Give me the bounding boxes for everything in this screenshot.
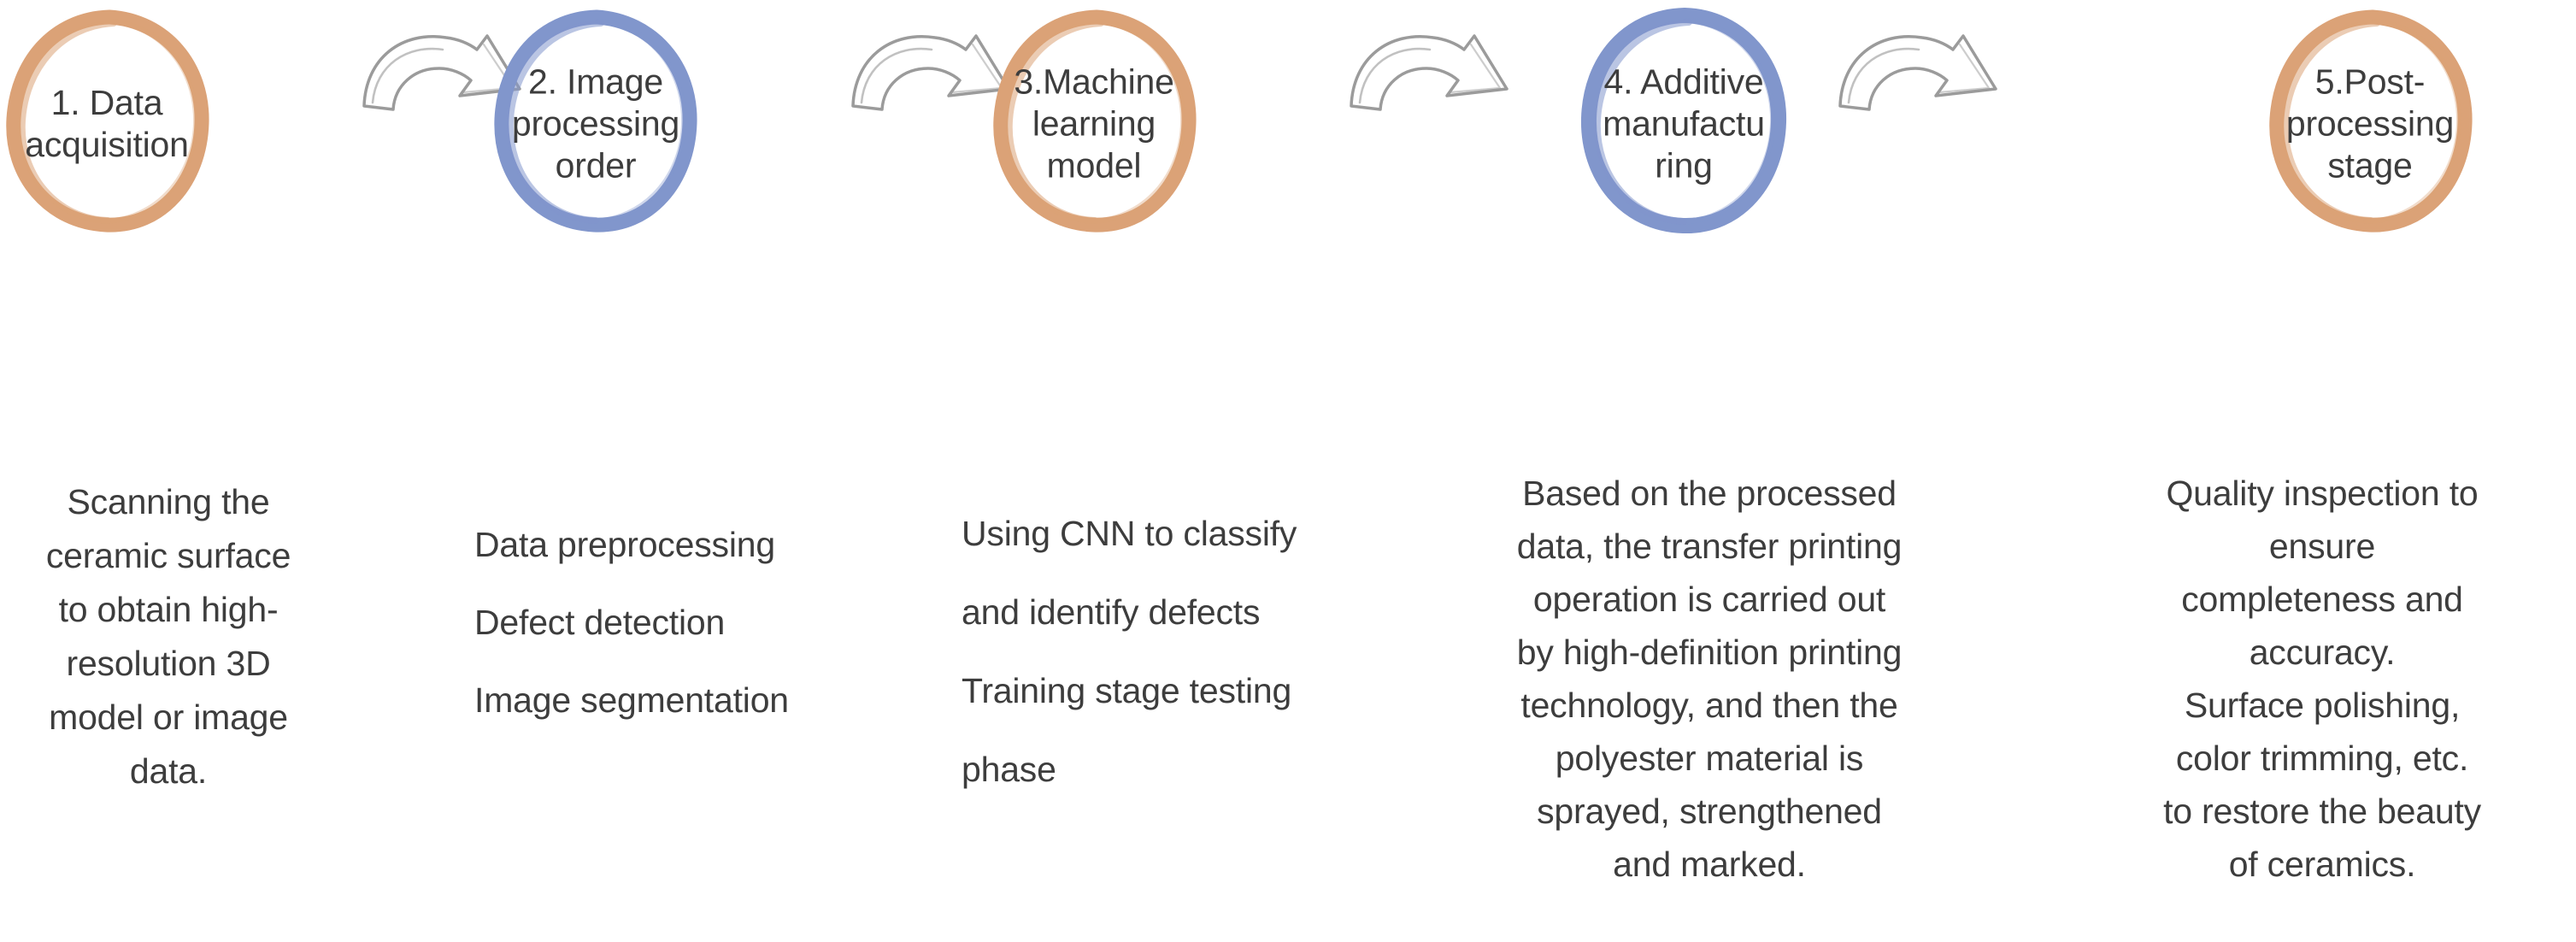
curved-right-arrow-icon [1350,34,1509,111]
hand-drawn-circle-orange-1 [6,9,209,233]
step-1-title: 1. Data acquisition [25,83,189,164]
step-5-circle-node[interactable]: 5.Post- processing stage [2068,0,2576,248]
process-step-1: 1. Data acquisition Scanning the ceramic… [0,0,368,791]
step-2-title: 2. Image processing order [511,62,680,185]
step-1-description: Scanning the ceramic surface to obtain h… [45,482,291,791]
hand-drawn-circle-blue-2 [494,9,697,233]
arrow-step4-to-step5 [1833,7,2004,122]
step-4-description: Based on the processed data, the transfe… [1516,474,1903,884]
step-2-circle-node[interactable]: 2. Image processing order [474,0,867,248]
process-step-4: 4. Additive manufactu ring Based on the … [1470,0,1949,884]
step-5-title: 5.Post- processing stage [2285,62,2455,185]
hand-drawn-circle-blue-4 [1580,7,1787,234]
step-1-circle-node[interactable]: 1. Data acquisition [0,0,368,248]
process-step-2: 2. Image processing order Data preproces… [474,0,867,720]
step-3-description: Using CNN to classify and identify defec… [962,514,1297,789]
step-3-circle-node[interactable]: 3.Machine learning model [962,0,1363,248]
hand-drawn-circle-orange-3 [993,9,1197,233]
hand-drawn-circle-orange-5 [2269,9,2473,233]
step-2-description: Data preprocessing Defect detection Imag… [474,525,789,720]
step-4-title: 4. Additive manufactu ring [1603,62,1765,185]
curved-right-arrow-icon [1838,34,1997,111]
step-5-description: Quality inspection to ensure completenes… [2163,474,2481,884]
process-step-3: 3.Machine learning model Using CNN to cl… [962,0,1363,789]
step-4-circle-node[interactable]: 4. Additive manufactu ring [1470,0,1949,248]
step-3-title: 3.Machine learning model [1014,62,1174,185]
arrow-step3-to-step4 [1344,7,1515,122]
process-step-5: 5.Post- processing stage Quality inspect… [2068,0,2576,884]
